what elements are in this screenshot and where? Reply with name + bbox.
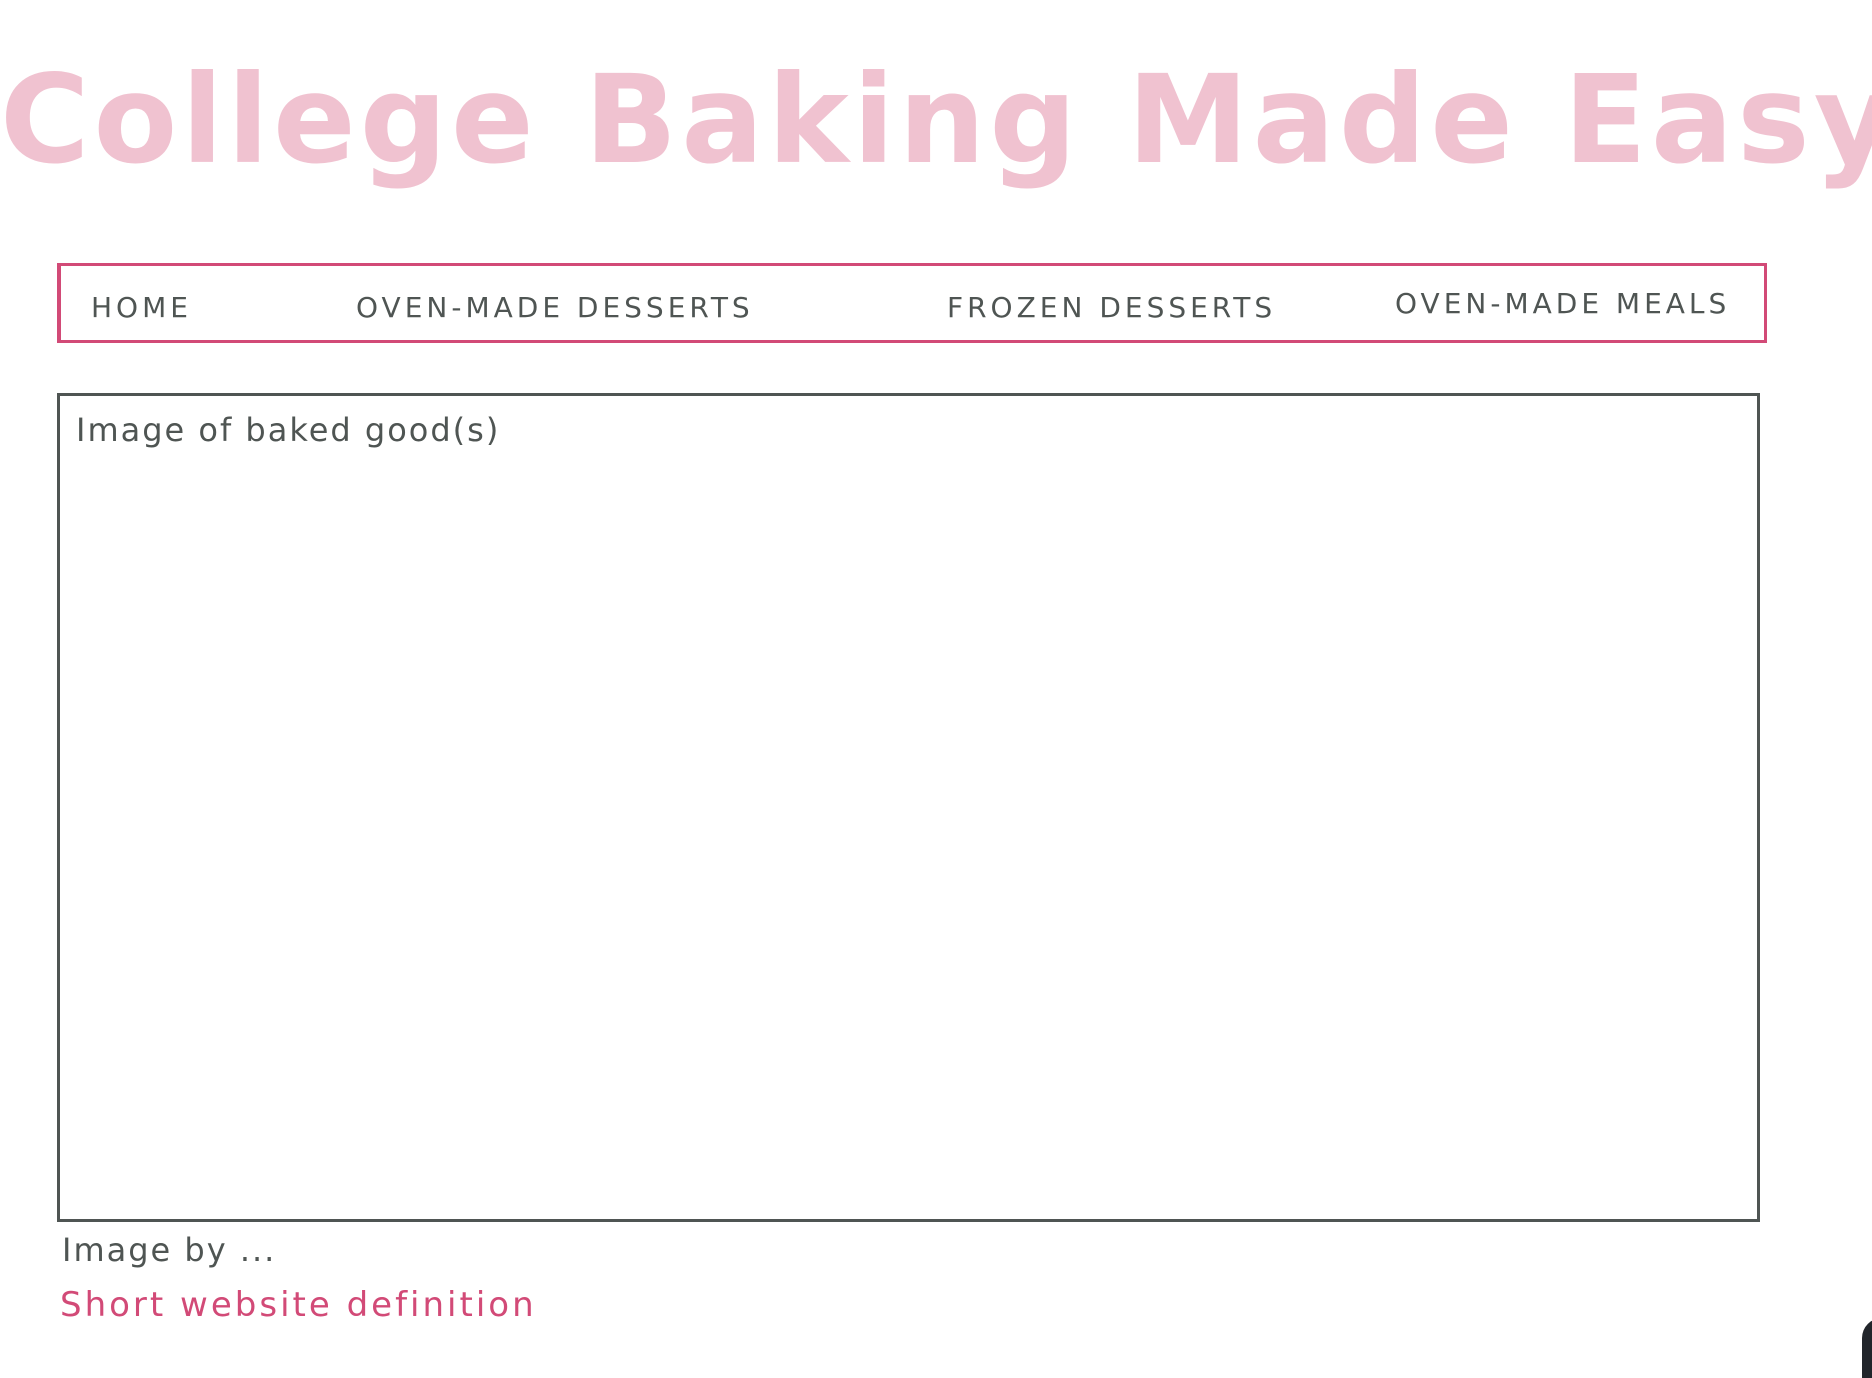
nav-item-frozen-desserts[interactable]: FROZEN DESSERTS (947, 291, 1277, 324)
nav-item-oven-made-desserts[interactable]: OVEN-MADE DESSERTS (356, 291, 754, 324)
hero-image-label: Image of baked good(s) (76, 411, 501, 449)
hero-image-placeholder: Image of baked good(s) (57, 393, 1760, 1222)
image-credit: Image by ... (62, 1231, 277, 1269)
nav-item-oven-made-meals[interactable]: OVEN-MADE MEALS (1395, 287, 1731, 320)
site-title: College Baking Made Easy (0, 49, 1872, 191)
site-definition: Short website definition (60, 1285, 537, 1325)
main-nav: HOME OVEN-MADE DESSERTS FROZEN DESSERTS … (57, 263, 1767, 343)
nav-item-home[interactable]: HOME (91, 291, 192, 324)
corner-ui-fragment (1862, 1318, 1872, 1378)
